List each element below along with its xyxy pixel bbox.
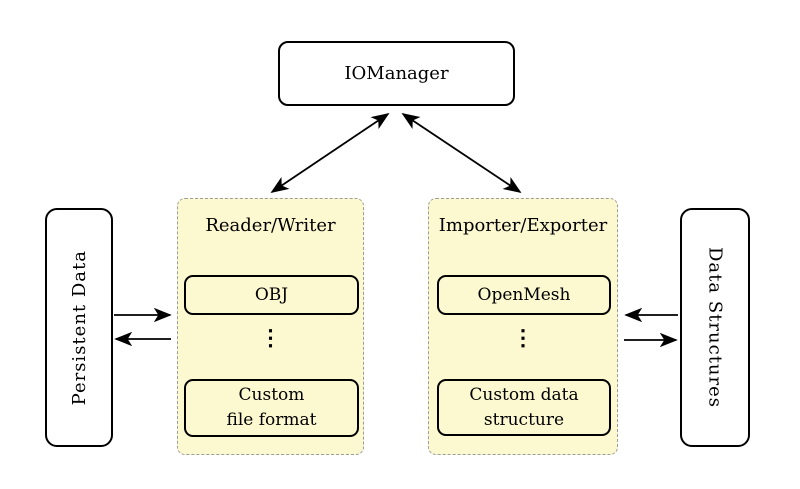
node-persistent-data: Persistent Data <box>45 208 113 447</box>
arrow-iomanager-importer-exporter <box>401 113 522 193</box>
node-data-structures: Data Structures <box>680 208 750 447</box>
node-persistent-data-label: Persistent Data <box>68 249 90 406</box>
node-data-structures-label: Data Structures <box>704 246 726 408</box>
vertical-ellipsis-icon: ⋮ <box>259 325 282 351</box>
group-importer-exporter-label: Importer/Exporter <box>438 215 608 236</box>
node-custom-data-structure: Custom data structure <box>437 379 611 436</box>
node-openmesh: OpenMesh <box>437 275 611 315</box>
group-reader-writer: Reader/Writer OBJ ⋮ Custom file format <box>177 198 364 455</box>
node-iomanager: IOManager <box>278 41 515 106</box>
vertical-ellipsis-icon: ⋮ <box>512 325 534 351</box>
arrow-iomanager-reader-writer <box>270 112 390 194</box>
node-obj: OBJ <box>184 275 359 315</box>
group-importer-exporter: Importer/Exporter OpenMesh ⋮ Custom data… <box>428 198 618 455</box>
group-reader-writer-label: Reader/Writer <box>205 215 336 236</box>
node-iomanager-label: IOManager <box>344 63 449 84</box>
node-custom-file-format: Custom file format <box>184 379 359 437</box>
